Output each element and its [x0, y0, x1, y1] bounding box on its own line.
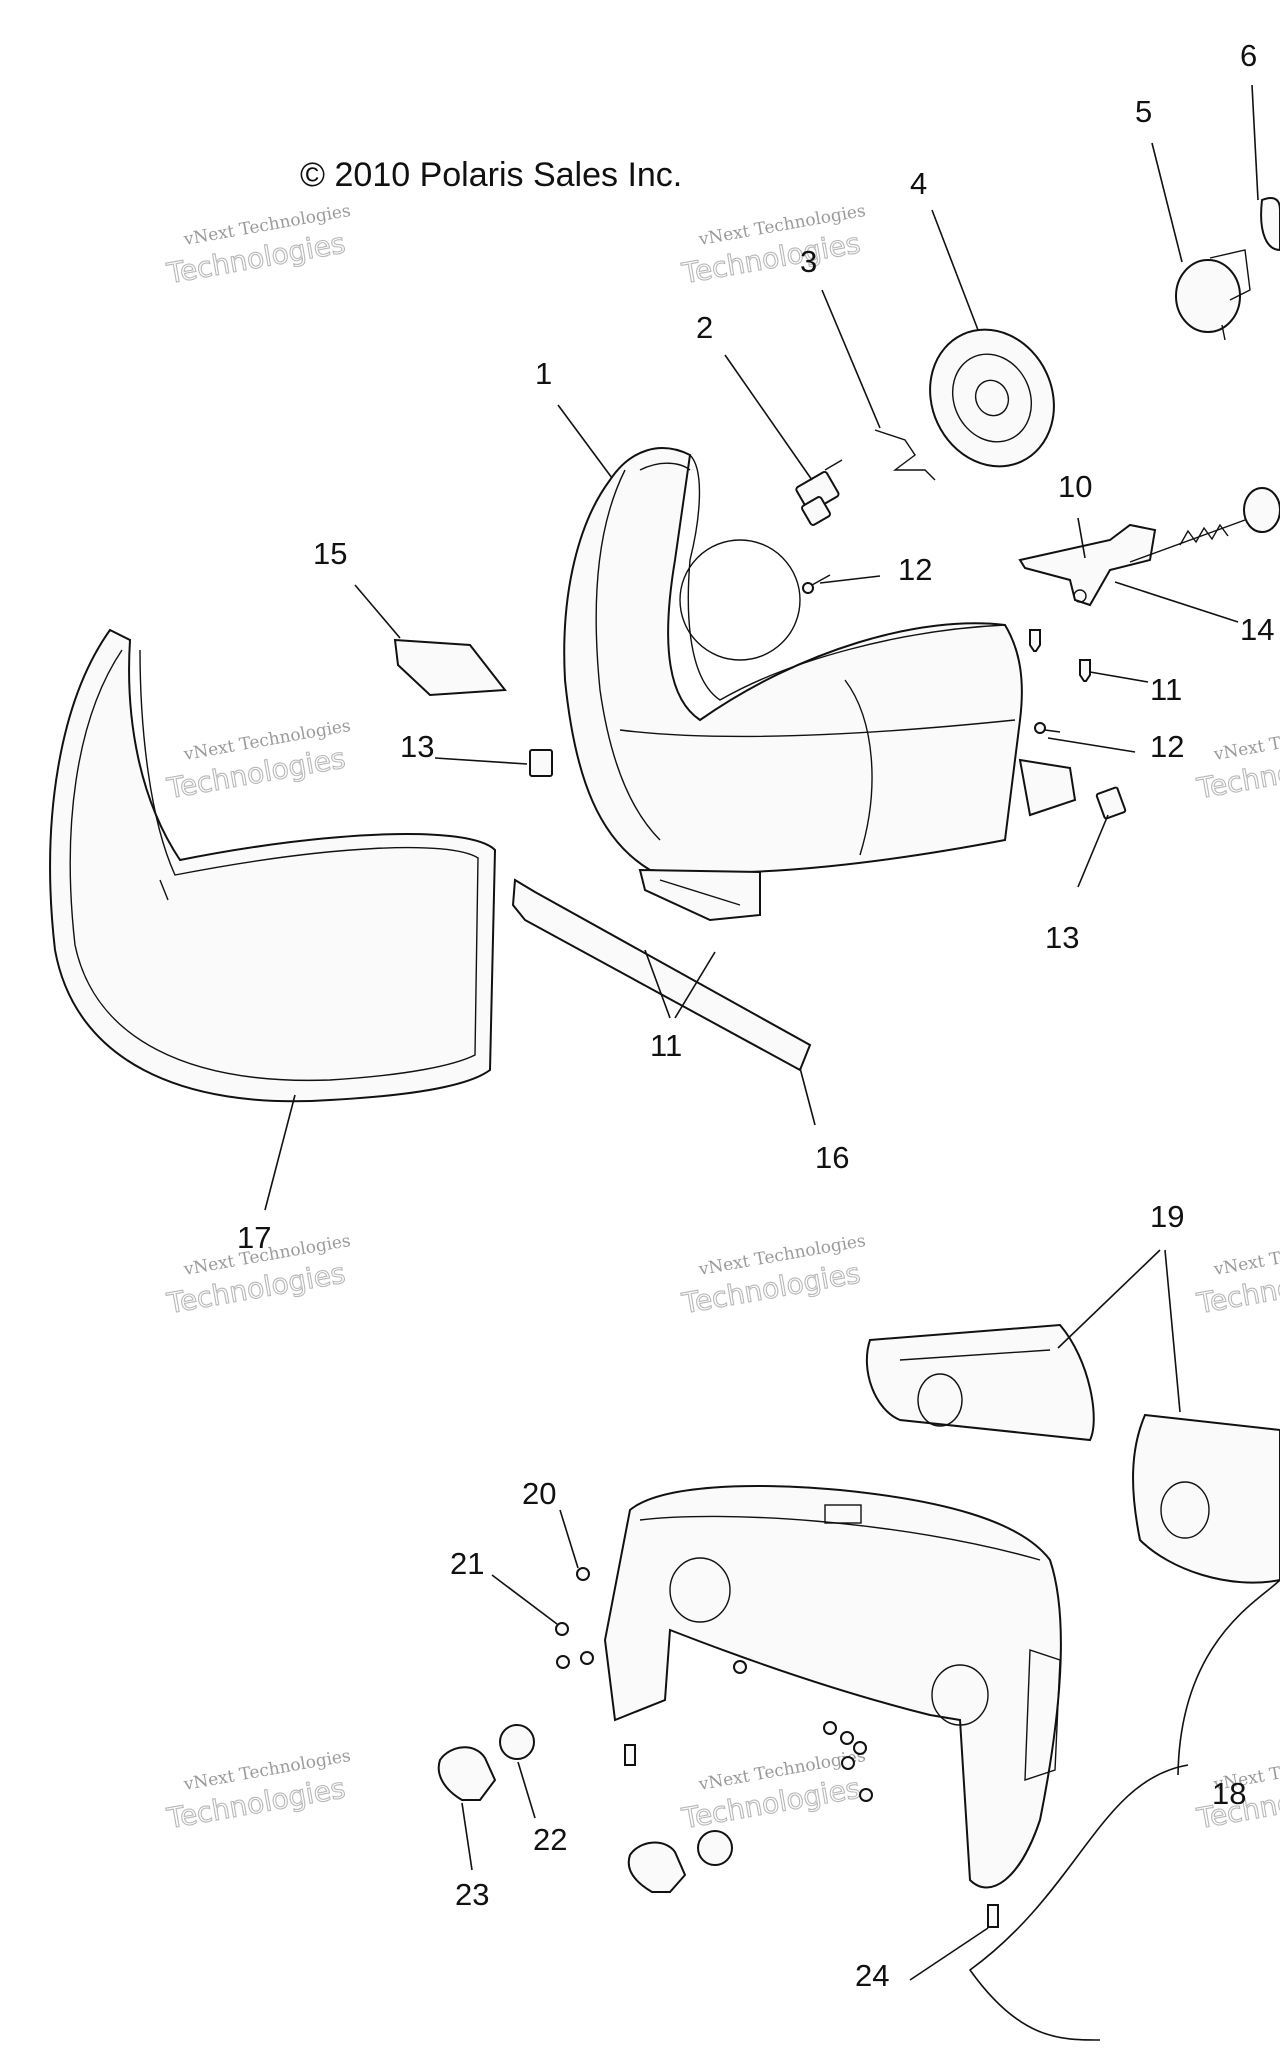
callout-22: 22 — [533, 1822, 567, 1857]
leader-lines — [264, 84, 1280, 2041]
copyright-text: © 2010 Polaris Sales Inc. — [300, 156, 682, 194]
watermark: vNext Technologies Technologies — [678, 1231, 867, 1321]
callout-6: 6 — [1240, 38, 1257, 73]
push-clip — [1029, 629, 1041, 652]
svg-text:vNext Technologies: vNext Technologies — [1211, 716, 1280, 765]
watermark: vNext Technologies Technologies — [1193, 716, 1280, 806]
screw — [1034, 722, 1061, 734]
lamp-assembly — [1175, 249, 1251, 341]
callout-1: 1 — [535, 356, 552, 391]
callout-24: 24 — [855, 1958, 889, 1993]
callout-17: 17 — [237, 1220, 271, 1255]
callout-11: 11 — [1150, 672, 1182, 707]
clip-nut — [529, 749, 553, 777]
headlight-housing — [563, 447, 1077, 922]
retaining-clip — [874, 429, 936, 481]
callout-3: 3 — [800, 244, 817, 279]
callout-12: 12 — [1150, 729, 1184, 764]
pin — [624, 1744, 636, 1766]
headlight-seal — [49, 628, 497, 1103]
socket — [627, 1841, 687, 1893]
callout-23: 23 — [455, 1877, 489, 1912]
callout-18: 18 — [1212, 1776, 1246, 1811]
callout-numbers: 1 2 3 4 5 6 10 14 12 11 12 13 15 13 11 1… — [237, 38, 1274, 1993]
push-clip — [1079, 659, 1091, 682]
callout-19: 19 — [1150, 1199, 1184, 1234]
screw — [802, 574, 831, 594]
watermark: vNext Technologies Technologies — [163, 716, 352, 806]
bulb — [499, 1724, 535, 1760]
callout-16: 16 — [815, 1140, 849, 1175]
callout-21: 21 — [450, 1546, 484, 1581]
callout-10: 10 — [1058, 469, 1092, 504]
callout-12: 12 — [898, 552, 932, 587]
callout-13: 13 — [400, 729, 434, 764]
adjuster-screw — [1129, 487, 1280, 563]
callout-11: 11 — [650, 1028, 682, 1063]
pin — [987, 1904, 999, 1928]
lamp-cover-edge — [1260, 197, 1280, 252]
svg-text:vNext Technologies: vNext Technologies — [1211, 1231, 1280, 1280]
foam-pad — [393, 638, 507, 697]
callout-5: 5 — [1135, 94, 1152, 129]
bulb — [697, 1830, 733, 1866]
callout-15: 15 — [313, 536, 347, 571]
tail-lamp-right — [1132, 1413, 1280, 1584]
nuts — [555, 1567, 873, 1802]
callout-2: 2 — [696, 310, 713, 345]
watermark: vNext Technologies Technologies — [1193, 1231, 1280, 1321]
tail-lamp-left — [865, 1323, 1095, 1442]
callout-14: 14 — [1240, 612, 1274, 647]
reflector — [929, 328, 1055, 468]
watermark: vNext Technologies Technologies — [163, 1746, 352, 1836]
callout-20: 20 — [522, 1476, 556, 1511]
watermark: vNext Technologies Technologies — [678, 201, 867, 291]
callout-4: 4 — [910, 166, 927, 201]
tail-light-housing — [603, 1485, 1062, 1889]
clip-nut — [1095, 786, 1127, 820]
bulb — [795, 459, 843, 526]
adjuster-bracket — [1018, 523, 1157, 607]
socket — [437, 1746, 497, 1801]
watermark: vNext Technologies Technologies — [163, 201, 352, 291]
callout-13: 13 — [1045, 920, 1079, 955]
